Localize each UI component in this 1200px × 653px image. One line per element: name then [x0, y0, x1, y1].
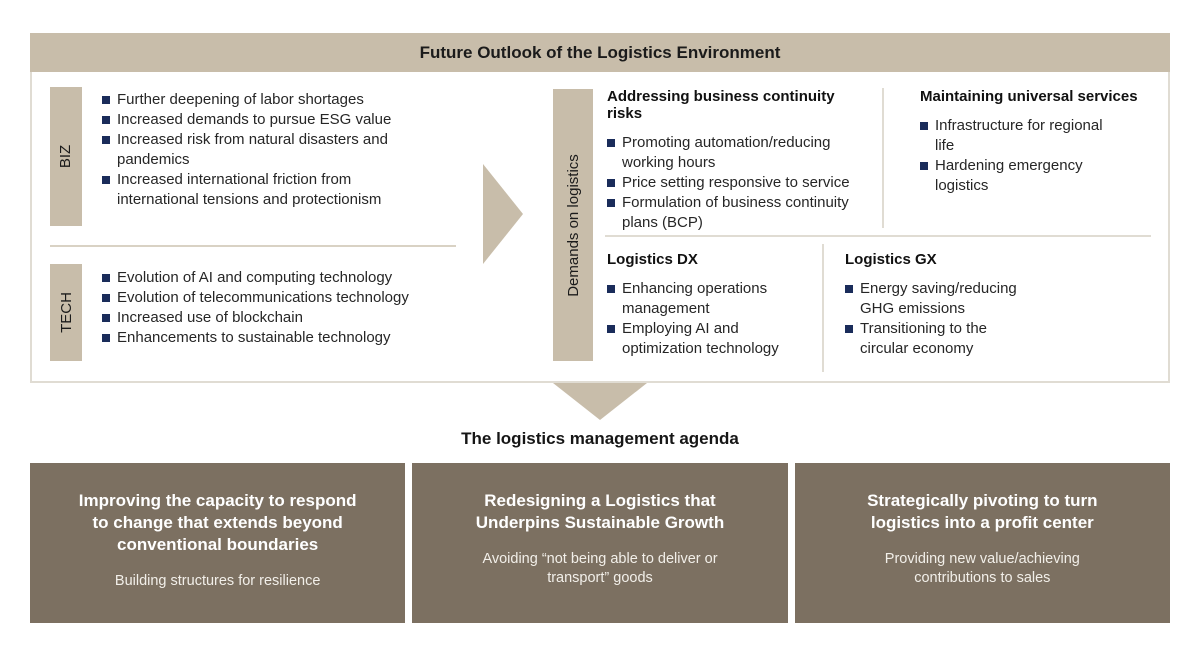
bullet-square-icon	[102, 136, 110, 144]
list-item: Promoting automation/reducing working ho…	[607, 133, 869, 173]
list-item: Infrastructure for regional life	[920, 116, 1165, 156]
agenda-box-resilience: Improving the capacity to respond to cha…	[30, 463, 406, 623]
bullet-square-icon	[102, 294, 110, 302]
bullet-square-icon	[607, 285, 615, 293]
agenda-box-title: Redesigning a Logistics that Underpins S…	[475, 491, 725, 532]
bullet-square-icon	[102, 274, 110, 282]
list-item: Increased international friction from in…	[102, 170, 454, 210]
demands-label: Demands on logistics	[564, 153, 582, 297]
agenda-box-subtitle: Avoiding “not being able to deliver or t…	[482, 551, 718, 586]
list-item: Transitioning to the circular economy	[845, 319, 1080, 359]
list-item-text: Infrastructure for regional life	[935, 117, 1103, 154]
bullet-square-icon	[102, 176, 110, 184]
list-item-text: Enhancements to sustainable technology	[117, 329, 391, 346]
bullet-square-icon	[920, 162, 928, 170]
quadrant-title: Maintaining universal services	[920, 88, 1138, 105]
list-item: Increased risk from natural disasters an…	[102, 130, 454, 170]
bullet-square-icon	[102, 334, 110, 342]
demands-label-bar: Demands on logistics	[553, 89, 593, 361]
list-item: Price setting responsive to service	[607, 173, 869, 193]
tech-label-bar: TECH	[50, 264, 82, 361]
quadrant-title: Addressing business continuity risks	[607, 88, 835, 122]
bullet-square-icon	[102, 314, 110, 322]
diagram-title: Future Outlook of the Logistics Environm…	[419, 42, 781, 62]
list-item-text: Transitioning to the circular economy	[860, 320, 988, 357]
bullet-square-icon	[607, 325, 615, 333]
biz-label: BIZ	[57, 144, 75, 169]
list-item: Enhancements to sustainable technology	[102, 328, 467, 348]
list-item: Energy saving/reducing GHG emissions	[845, 279, 1080, 319]
agenda-box-title: Strategically pivoting to turn logistics…	[867, 491, 1098, 532]
quadrant-logistics-dx: Logistics DX Enhancing operations manage…	[607, 251, 812, 359]
bullet-square-icon	[845, 325, 853, 333]
diagram-header: Future Outlook of the Logistics Environm…	[30, 33, 1170, 72]
tech-label: TECH	[57, 292, 75, 333]
list-item-text: Increased international friction from in…	[117, 171, 382, 208]
list-item: Increased demands to pursue ESG value	[102, 110, 454, 130]
quadrant-title: Logistics DX	[607, 251, 698, 268]
list-item-text: Increased risk from natural disasters an…	[117, 131, 388, 168]
quadrant-divider-vertical-bottom	[822, 244, 824, 372]
bullet-square-icon	[607, 179, 615, 187]
agenda-box-sustainable-growth: Redesigning a Logistics that Underpins S…	[412, 463, 788, 623]
list-item: Employing AI and optimization technology	[607, 319, 812, 359]
list-item: Evolution of telecommunications technolo…	[102, 288, 467, 308]
agenda-box-title: Improving the capacity to respond to cha…	[78, 491, 357, 554]
agenda-title: The logistics management agenda	[461, 429, 739, 448]
agenda-box-profit-center: Strategically pivoting to turn logistics…	[794, 463, 1170, 623]
list-item: Increased use of blockchain	[102, 308, 467, 328]
list-item-text: Further deepening of labor shortages	[117, 91, 364, 108]
bullet-square-icon	[920, 122, 928, 130]
quadrant-divider-vertical-top	[882, 88, 884, 228]
list-item-text: Evolution of AI and computing technology	[117, 269, 393, 286]
agenda-boxes: Improving the capacity to respond to cha…	[30, 463, 1170, 623]
bullet-square-icon	[607, 199, 615, 207]
biz-list: Further deepening of labor shortages Inc…	[102, 90, 454, 210]
list-item-text: Hardening emergency logistics	[935, 157, 1083, 194]
list-item-text: Increased demands to pursue ESG value	[117, 111, 392, 128]
quadrant-divider-horizontal	[605, 235, 1151, 237]
bullet-square-icon	[607, 139, 615, 147]
list-item-text: Price setting responsive to service	[622, 174, 850, 191]
biz-label-bar: BIZ	[50, 87, 82, 226]
list-item-text: Energy saving/reducing GHG emissions	[860, 280, 1017, 317]
list-item: Further deepening of labor shortages	[102, 90, 454, 110]
quadrant-logistics-gx: Logistics GX Energy saving/reducing GHG …	[845, 251, 1080, 359]
list-item-text: Employing AI and optimization technology	[622, 320, 779, 357]
quadrant-title: Logistics GX	[845, 251, 937, 268]
list-item-text: Promoting automation/reducing working ho…	[622, 134, 831, 171]
environment-panel: BIZ Further deepening of labor shortages…	[30, 72, 1170, 383]
quadrant-universal-services: Maintaining universal services Infrastru…	[920, 88, 1165, 196]
bullet-square-icon	[845, 285, 853, 293]
list-item: Formulation of business continuity plans…	[607, 193, 869, 233]
list-item: Evolution of AI and computing technology	[102, 268, 467, 288]
agenda-box-subtitle: Providing new value/achieving contributi…	[884, 551, 1080, 586]
list-item-text: Formulation of business continuity plans…	[622, 194, 849, 231]
list-item-text: Evolution of telecommunications technolo…	[117, 289, 409, 306]
bullet-square-icon	[102, 116, 110, 124]
right-arrow-icon	[483, 164, 523, 264]
biz-tech-divider	[50, 245, 456, 247]
quadrant-business-continuity: Addressing business continuity risks Pro…	[607, 88, 869, 233]
down-arrow-icon	[553, 383, 647, 420]
agenda-box-subtitle: Building structures for resilience	[114, 573, 321, 589]
tech-list: Evolution of AI and computing technology…	[102, 268, 467, 348]
list-item-text: Enhancing operations management	[622, 280, 768, 317]
bullet-square-icon	[102, 96, 110, 104]
list-item: Enhancing operations management	[607, 279, 812, 319]
list-item-text: Increased use of blockchain	[117, 309, 303, 326]
list-item: Hardening emergency logistics	[920, 156, 1165, 196]
